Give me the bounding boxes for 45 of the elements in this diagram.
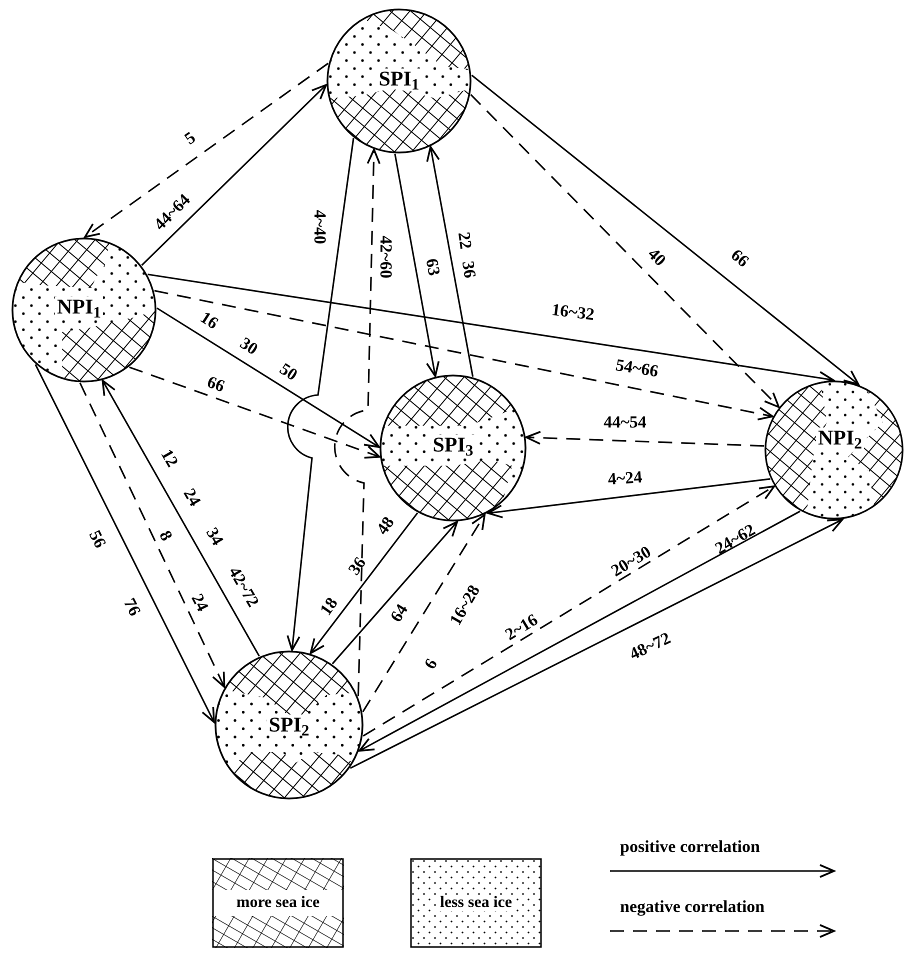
edge-label: 22 36 [455,230,479,280]
arrow [350,518,844,769]
edge-label: 42~60 [378,236,394,278]
dashed-arrow [84,62,329,238]
arrow [394,154,440,378]
arrow [332,520,458,664]
arrow [487,478,770,518]
node-label: NPI$_{1}$ [54,296,104,318]
edge-label: 40 [644,244,670,270]
edge-label: 66 [205,373,227,395]
edge-label: 4~40 [312,210,328,244]
arrow [471,74,860,386]
edge-label: 44~54 [604,414,646,430]
edge-label: 63 [423,257,443,277]
arrow [34,364,215,724]
edge-label: 4~24 [607,468,643,488]
arrow [310,512,418,654]
dashed-arrow [334,148,381,696]
edge-label: 16~32 [550,300,596,324]
dashed-arrow [79,382,226,688]
arrow [156,307,380,448]
dashed-arrow [129,366,380,459]
node-label: SPI$_{2}$ [266,714,312,736]
arrow [426,146,474,377]
arrow [141,84,327,266]
edge-label: 56 76 [86,528,144,618]
legend-label: negative correlation [620,898,765,915]
arrow [358,510,800,752]
node-label: SPI$_{3}$ [430,434,476,456]
legend-label: less sea ice [438,895,514,911]
dashed-arrow [154,290,774,420]
node-label: SPI$_{1}$ [376,68,422,90]
dashed-arrow [362,485,776,737]
dashed-arrow [525,430,764,447]
edge-label: 64 [387,601,411,625]
legend-label: positive correlation [620,838,760,855]
dashed-arrow [470,94,780,408]
arrow [102,380,260,657]
edge-label: 5 [182,128,198,148]
edge-label: 48~72 [627,629,673,663]
dashed-arrow [362,514,486,712]
edge-label: 66 [728,246,752,270]
node-label: NPI$_{2}$ [816,428,864,448]
edge-label: 54~66 [614,356,660,380]
arrow [286,138,354,651]
